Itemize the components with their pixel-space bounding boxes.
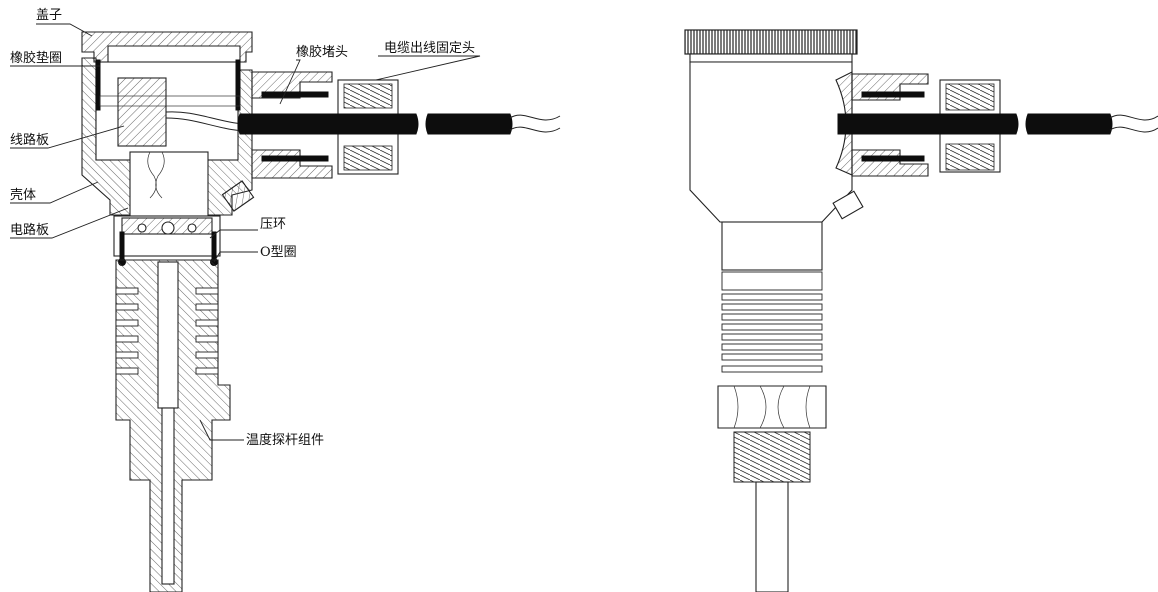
- housing-outer: [689, 61, 853, 223]
- label-housing: 壳体: [10, 188, 36, 203]
- hex-nut: [717, 385, 827, 429]
- circuit-board: [129, 151, 209, 223]
- rubber-gasket-right: [235, 59, 241, 111]
- wiring-board: [117, 77, 167, 147]
- label-lid: 盖子: [36, 8, 62, 23]
- cable: [237, 113, 419, 135]
- rubber-plug-top: [261, 91, 329, 98]
- label-press-ring: 压环: [260, 217, 286, 232]
- rubber-gasket-left: [95, 59, 101, 111]
- label-rubber-gasket: 橡胶垫圈: [10, 50, 62, 66]
- section-view: [81, 31, 561, 592]
- rubber-plug-bottom: [261, 155, 329, 162]
- label-o-ring: O型圈: [260, 245, 297, 260]
- part-labels: 盖子 橡胶垫圈 线路板 壳体 电路板 橡胶堵头 电缆出线固定头 压环 O型圈 温…: [10, 8, 475, 448]
- label-circuit-board: 电路板: [10, 222, 49, 238]
- lid: [81, 31, 253, 63]
- thread: [733, 431, 811, 483]
- leader-lines: [10, 23, 481, 441]
- label-cable-fixing-head: 电缆出线固定头: [384, 40, 475, 56]
- cooling-fins: [115, 287, 219, 375]
- label-rubber-plug: 橡胶堵头: [296, 44, 348, 60]
- external-view: [684, 29, 1158, 592]
- knurled-cap: [684, 29, 858, 55]
- label-temp-probe: 温度探杆组件: [246, 432, 324, 448]
- label-wiring-board: 线路板: [10, 132, 49, 148]
